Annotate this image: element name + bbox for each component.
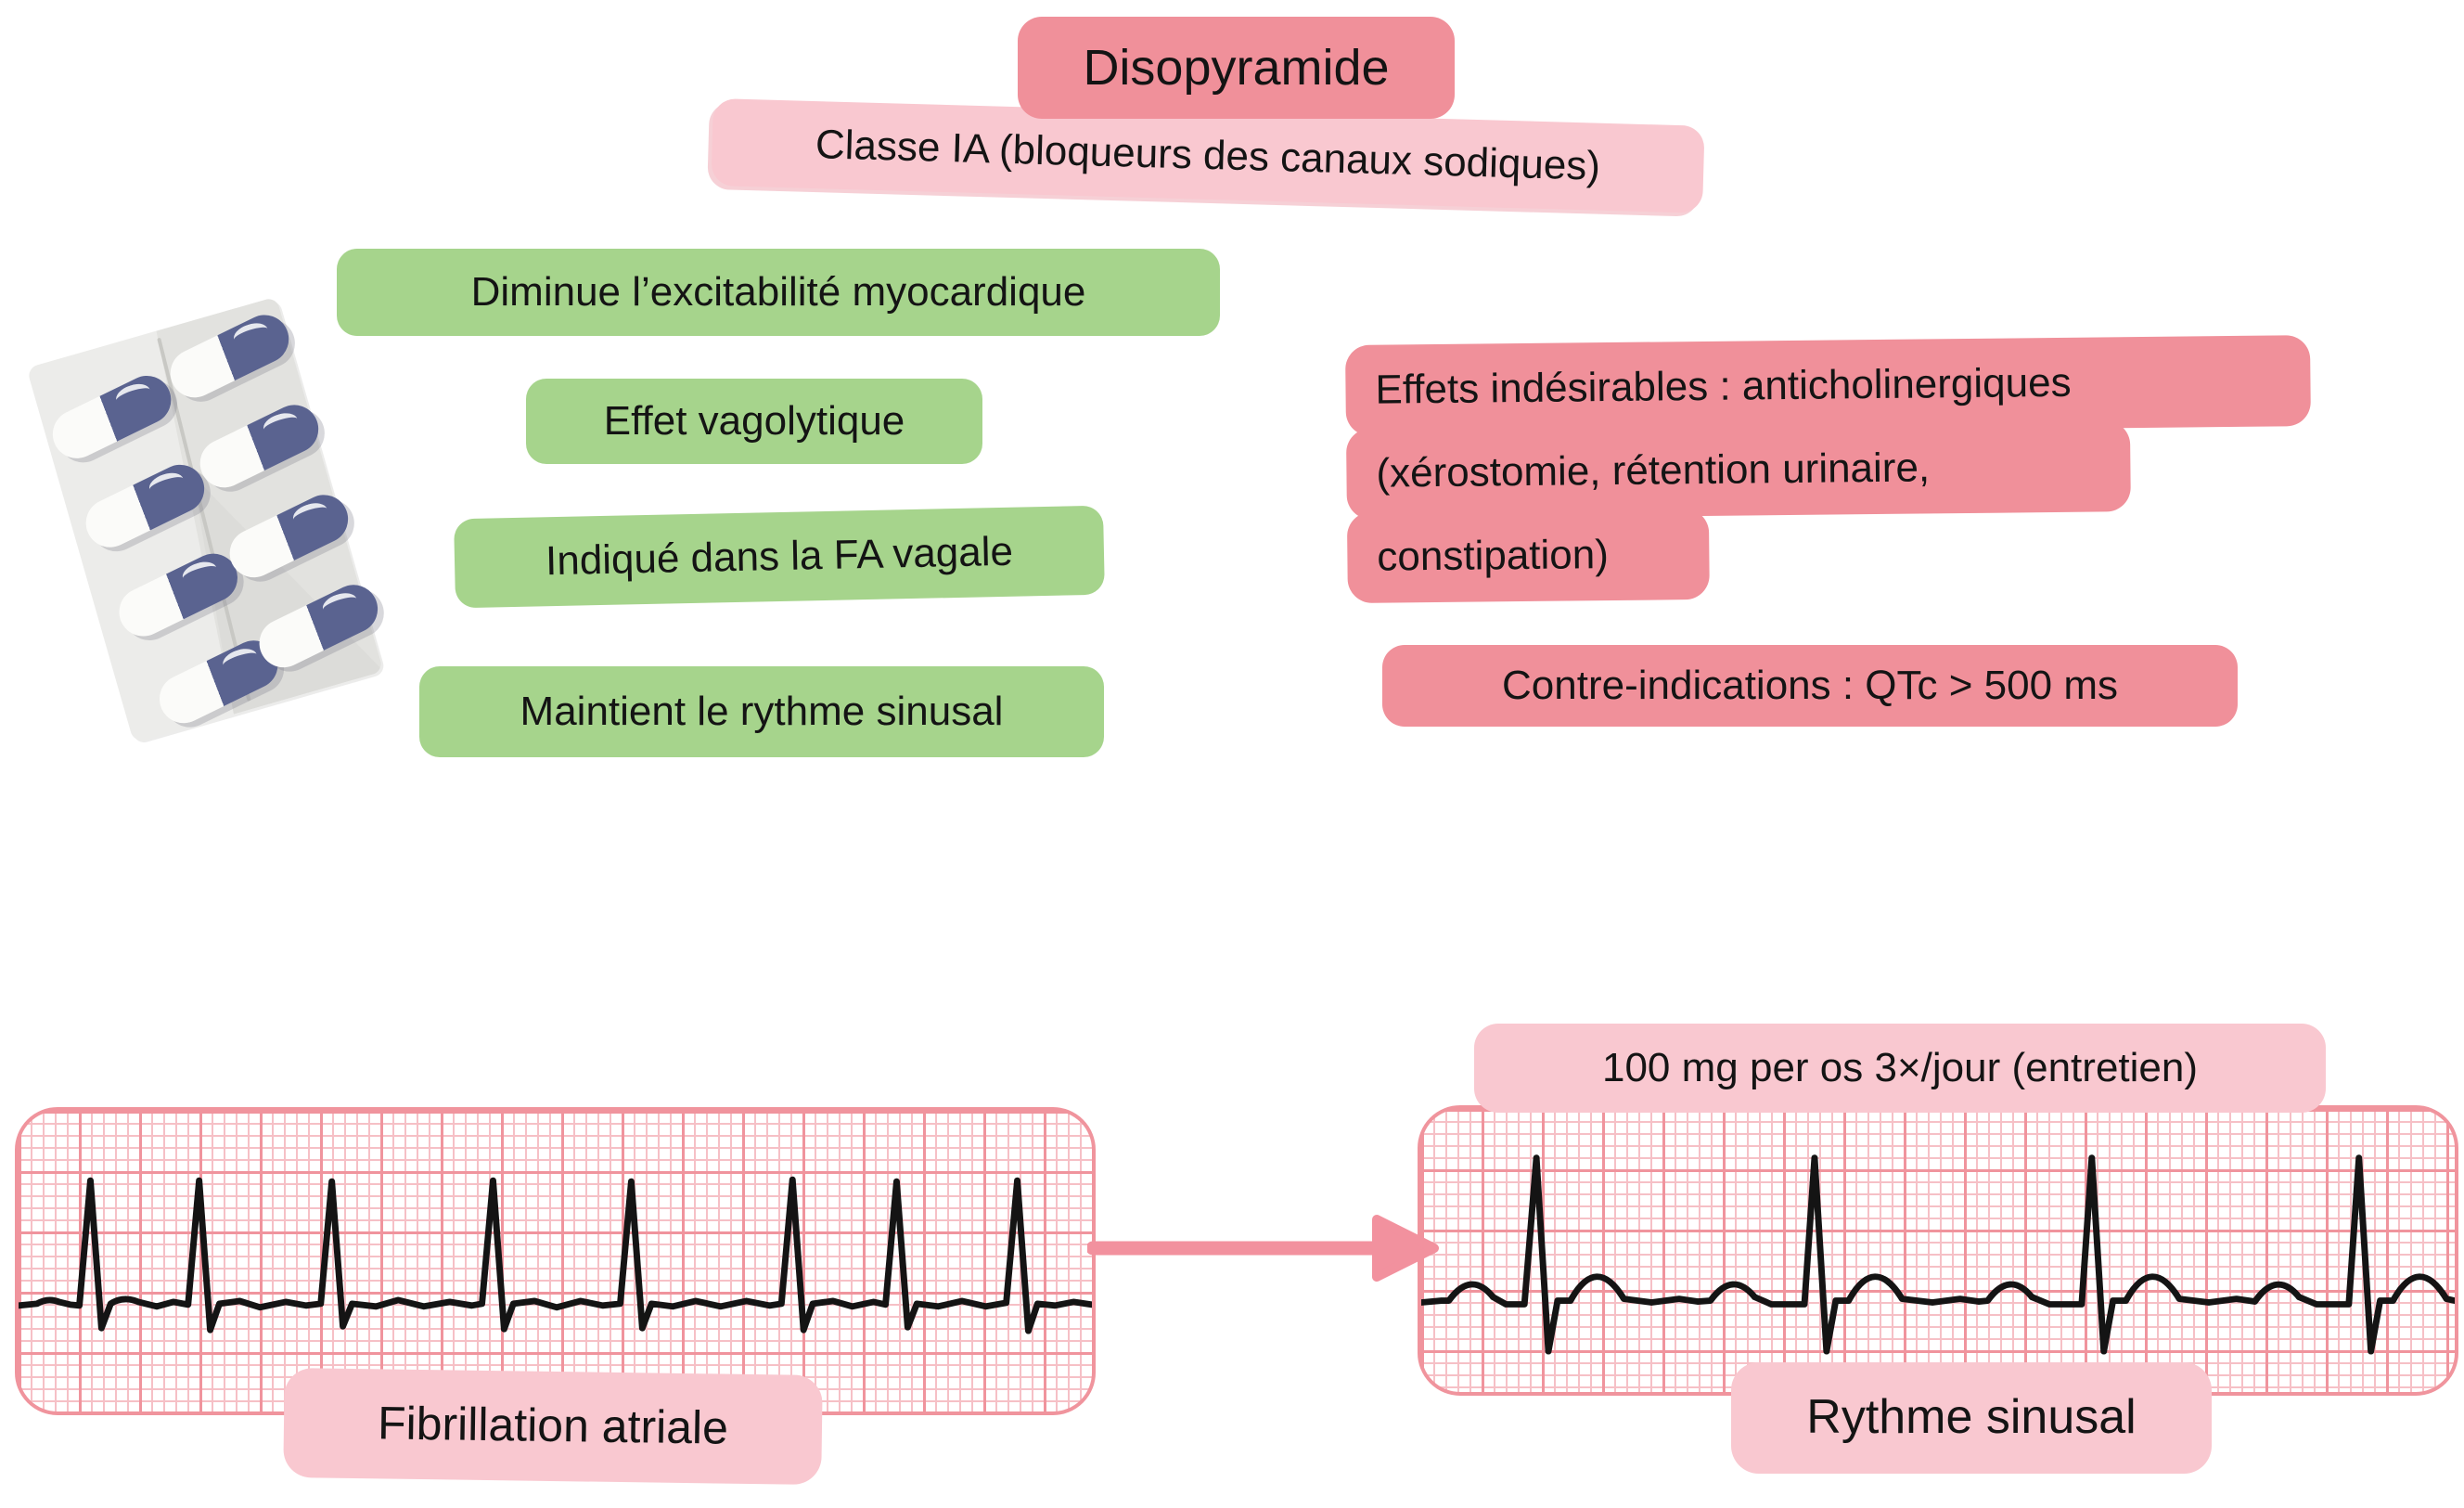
dose-badge: 100 mg per os 3×/jour (entretien) bbox=[1474, 1024, 2326, 1113]
adverse-effects-line: constipation) bbox=[1346, 508, 1710, 603]
ecg-sinus-strip bbox=[1418, 1105, 2458, 1396]
capsule-icon bbox=[161, 306, 297, 406]
ecg-before-label: Fibrillation atriale bbox=[283, 1367, 823, 1486]
capsule-icon bbox=[191, 396, 327, 496]
page-title: Disopyramide bbox=[1083, 39, 1390, 96]
adverse-effects-text: constipation) bbox=[1377, 532, 1610, 580]
contraindication-label: Contre-indications : QTc > 500 ms bbox=[1502, 662, 2118, 708]
capsule-icon bbox=[250, 576, 386, 676]
mechanism-badge-vagolytic: Effet vagolytique bbox=[526, 379, 982, 464]
ecg-trace-fibrillation bbox=[19, 1176, 1092, 1334]
ecg-fibrillation-strip bbox=[15, 1107, 1096, 1415]
sinus-label-text: Rythme sinusal bbox=[1806, 1390, 2137, 1445]
mechanism-label: Indiqué dans la FA vagale bbox=[545, 528, 1014, 584]
arrow-right-icon bbox=[1087, 1215, 1439, 1282]
contraindication-badge: Contre-indications : QTc > 500 ms bbox=[1382, 645, 2238, 727]
mechanism-label: Effet vagolytique bbox=[603, 397, 905, 444]
adverse-effects-text: Effets indésirables : anticholinergiques bbox=[1375, 359, 2072, 413]
fibrillation-label-text: Fibrillation atriale bbox=[377, 1397, 729, 1454]
capsule-icon bbox=[45, 367, 180, 467]
mechanism-label: Diminue l’excitabilité myocardique bbox=[470, 268, 1086, 315]
mechanism-badge-sinus-rhythm: Maintient le rythme sinusal bbox=[419, 666, 1104, 757]
title-badge: Disopyramide bbox=[1018, 17, 1455, 119]
ecg-trace-sinus bbox=[1421, 1154, 2455, 1355]
mechanism-badge-excitability: Diminue l’excitabilité myocardique bbox=[337, 249, 1220, 336]
ecg-after-label: Rythme sinusal bbox=[1731, 1362, 2212, 1474]
adverse-effects-text: (xérostomie, rétention urinaire, bbox=[1376, 445, 1931, 496]
adverse-effects-line: Effets indésirables : anticholinergiques bbox=[1345, 335, 2311, 436]
mechanism-badge-indication: Indiqué dans la FA vagale bbox=[454, 505, 1105, 609]
adverse-effects-line: (xérostomie, rétention urinaire, bbox=[1345, 420, 2131, 520]
capsule-icon bbox=[110, 545, 246, 645]
capsule-icon bbox=[221, 486, 356, 586]
drug-class-label: Classe IA (bloqueurs des canaux sodiques… bbox=[815, 121, 1601, 189]
mechanism-label: Maintient le rythme sinusal bbox=[520, 688, 1004, 734]
pill-blister-icon bbox=[26, 296, 386, 743]
adverse-effects-badge: Effets indésirables : anticholinergiques… bbox=[1345, 335, 2313, 603]
dose-label-text: 100 mg per os 3×/jour (entretien) bbox=[1601, 1044, 2199, 1090]
capsule-icon bbox=[77, 457, 212, 556]
